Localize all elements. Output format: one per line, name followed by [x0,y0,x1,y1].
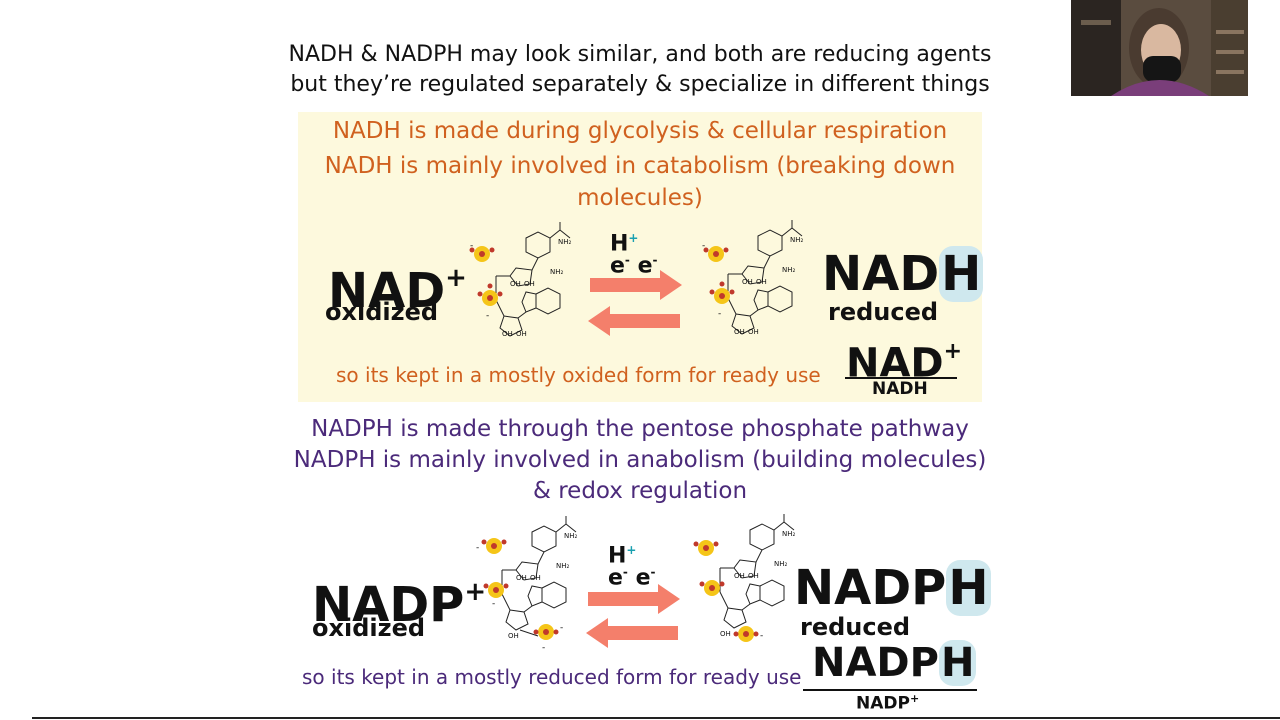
forward-reaction-arrow-icon-2 [588,584,680,614]
h-plus-carrier-2: H+ [608,543,637,569]
nadp-minus-text: - [476,543,479,553]
nad-ratio-divider [845,377,957,379]
nadh-oh-text-3: OH [734,328,745,336]
nadp-nh2-text-2: NH₂ [556,562,570,570]
nadh-line-2: NADH is mainly involved in catabolism (b… [324,153,956,179]
nadh-reduced-label: reduced [828,298,939,326]
nadph-footer: so its kept in a mostly reduced form for… [302,665,802,689]
nadh-description: NADH is made during glycolysis & cellula… [298,112,982,214]
nad-oh-text: OH [510,280,521,288]
nadh-line-3: molecules) [577,185,703,211]
nadp-plus-label: NADP+ [312,577,487,633]
nadh-oh-text-4: OH [748,328,759,336]
nad-oh-text-3: OH [502,330,513,338]
nadph-nh2-text-2: NH₂ [774,560,788,568]
nadh-nh2-text: NH₂ [790,236,804,244]
nad-minus-text: - [470,241,473,251]
bottom-rule [32,717,1280,719]
nadp-oxidized-label: oxidized [312,614,426,642]
nad-plus-molecule: NH₂ NH₂ OH OH OH OH - - [469,222,572,338]
h-plus-carrier: H+ [610,231,639,257]
nadph-line-1: NADPH is made through the pentose phosph… [311,416,969,442]
nadph-ratio-denominator: NADP+ [856,692,920,714]
nadp-oh-text-3: OH [508,632,519,640]
nadh-line-1: NADH is made during glycolysis & cellula… [332,118,948,144]
nadp-oh-text-2: OH [530,574,541,582]
nadph-molecule: NH₂ NH₂ OH OH OH - [693,514,796,642]
intro-text: NADH & NADPH may look similar, and both … [240,40,1040,100]
nad-oh-text-4: OH [516,330,527,338]
nadh-label: NADH [822,246,984,302]
nadh-oh-text-2: OH [756,278,767,286]
nadph-reduced-label: reduced [800,613,911,641]
nad-ratio-denominator: NADH [872,379,928,399]
nadp-oh-text: OH [516,574,527,582]
nadh-oh-text: OH [742,278,753,286]
presenter-video-icon [1071,0,1248,96]
nad-ratio-numerator: NAD+ [846,339,963,387]
nadph-oh-text-2: OH [748,572,759,580]
nad-oxidized-label: oxidized [325,298,439,326]
nadph-oh-text-3: OH [720,630,731,638]
nadh-minus-text-2: - [718,309,721,319]
presenter-video-thumbnail [1071,0,1248,96]
nadp-plus-molecule: NH₂ NH₂ OH OH OH - - - - [476,516,578,653]
electron-carriers: e- e- [610,253,658,279]
reverse-reaction-arrow-icon-2 [586,618,678,648]
nad-nh2-text-2: NH₂ [550,268,564,276]
nad-oh-text-2: OH [524,280,535,288]
nadph-minus-text: - [760,631,763,641]
nadph-description: NADPH is made through the pentose phosph… [290,414,990,507]
nadh-footer: so its kept in a mostly oxided form for … [336,363,821,387]
nadp-minus-text-3: - [560,623,563,633]
nad-minus-text-2: - [486,311,489,321]
nadph-ratio-numerator: NADPH [812,640,977,686]
nad-plus-label: NAD+ [328,263,467,319]
nadh-nh2-text-2: NH₂ [782,266,796,274]
nadph-line-3: & redox regulation [532,478,748,504]
nadph-line-2: NADPH is mainly involved in anabolism (b… [293,447,987,473]
nadh-panel [298,112,982,402]
nadph-label: NADPH [794,560,991,616]
intro-line-2: but they’re regulated separately & speci… [290,72,990,97]
intro-line-1: NADH & NADPH may look similar, and both … [288,42,992,67]
nad-nh2-text: NH₂ [558,238,572,246]
nadp-nh2-text: NH₂ [564,532,578,540]
nadh-minus-text: - [702,241,705,251]
nadp-minus-text-2: - [492,599,495,609]
electron-carriers-2: e- e- [608,565,656,591]
nadp-minus-text-4: - [542,643,545,653]
forward-reaction-arrow-icon [590,270,682,300]
reverse-reaction-arrow-icon [588,306,680,336]
nadph-nh2-text: NH₂ [782,530,796,538]
nadh-molecule: NH₂ NH₂ OH OH OH OH - - [702,220,804,336]
nadph-ratio-divider [803,689,977,691]
nadph-oh-text: OH [734,572,745,580]
